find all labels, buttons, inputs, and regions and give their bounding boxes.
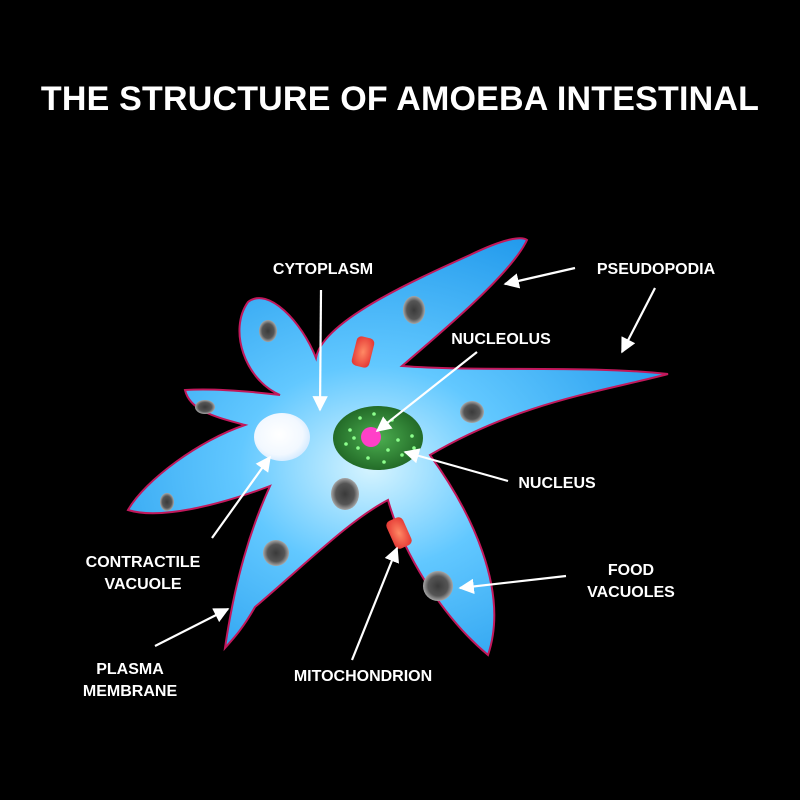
food-vacuole — [460, 401, 484, 423]
label-contractile-vacuole: CONTRACTILE VACUOLE — [78, 552, 208, 596]
label-plasma-membrane-line1: PLASMA — [96, 661, 164, 678]
contractile-vacuole-arrow — [211, 455, 271, 539]
label-contractile-vacuole-line2: VACUOLE — [104, 576, 182, 593]
food-vacuole — [263, 540, 289, 566]
mitochondrion-arrow — [350, 546, 399, 661]
label-pseudopodia: PSEUDOPODIA — [596, 261, 716, 278]
label-plasma-membrane: PLASMA MEMBRANE — [72, 659, 188, 703]
label-nucleolus: NUCLEOLUS — [451, 331, 551, 348]
food-vacuole — [403, 296, 425, 324]
pseudopodia-arrow-left — [503, 266, 576, 289]
mitochondrion-upper — [351, 336, 375, 368]
food-vacuoles — [160, 296, 484, 601]
label-contractile-vacuole-line1: CONTRACTILE — [85, 554, 201, 571]
mitochondrion-lower — [386, 517, 412, 549]
label-nucleus: NUCLEUS — [518, 475, 596, 492]
label-plasma-membrane-line2: MEMBRANE — [82, 683, 178, 700]
label-food-vacuoles: FOOD VACUOLES — [566, 560, 696, 604]
food-vacuole — [259, 320, 277, 342]
nucleolus — [361, 427, 381, 447]
food-vacuole — [331, 478, 359, 510]
label-food-vacuoles-line1: FOOD — [607, 562, 655, 579]
food-vacuole — [423, 571, 453, 601]
food-vacuole — [160, 493, 174, 511]
nucleus-arrow — [403, 448, 509, 483]
label-food-vacuoles-line2: VACUOLES — [587, 584, 675, 601]
pseudopodia-arrow-right — [621, 287, 656, 354]
page-title: THE STRUCTURE OF AMOEBA INTESTINAL — [40, 80, 760, 118]
label-cytoplasm: CYTOPLASM — [272, 261, 374, 278]
label-mitochondrion: MITOCHONDRION — [293, 668, 433, 685]
cytoplasm-arrow — [312, 289, 328, 412]
nucleolus-arrow — [375, 351, 478, 432]
plasma-membrane-arrow — [154, 608, 230, 647]
contractile-vacuole — [254, 413, 310, 461]
food-vacuoles-arrow — [458, 574, 567, 595]
food-vacuole — [195, 400, 215, 414]
